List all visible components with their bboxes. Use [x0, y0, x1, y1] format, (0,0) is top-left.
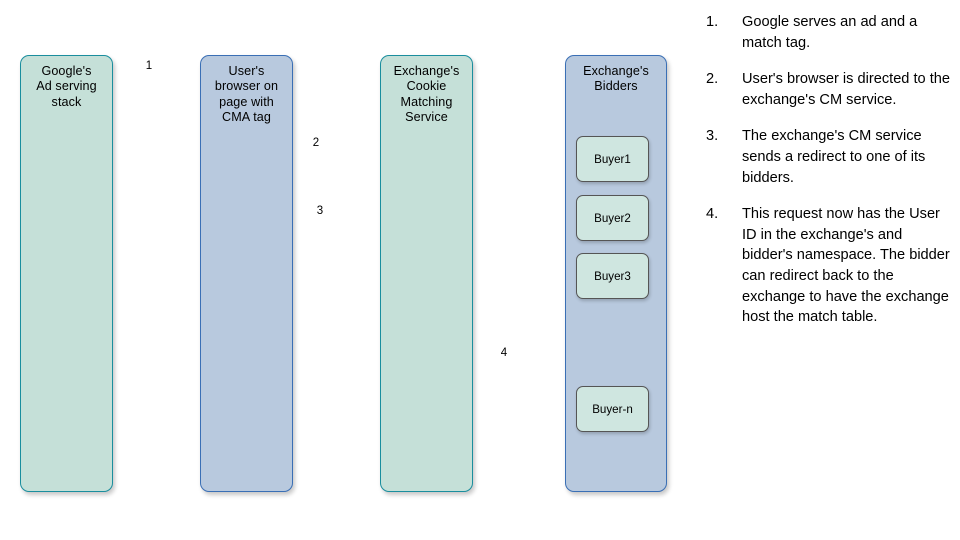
step-number: 4. [706, 206, 719, 223]
buyer-label: Buyer-n [592, 402, 633, 416]
step-text: Google serves an ad and a match tag. [742, 14, 918, 51]
step-number: 1. [706, 14, 719, 30]
step-number: 2. [706, 71, 719, 88]
buyer-box: Buyer-n [576, 386, 649, 432]
step-text: The exchange's CM service sends a redire… [742, 128, 926, 186]
buyer-box: Buyer1 [576, 136, 649, 182]
step-item: 1. Google serves an ad and a match tag. [706, 12, 950, 53]
steps-list: 1. Google serves an ad and a match tag. … [706, 12, 950, 344]
arrow-label-3: 3 [316, 205, 324, 217]
arrow-label-4: 4 [500, 347, 508, 359]
buyer-label: Buyer1 [594, 152, 631, 166]
step-text: User's browser is directed to the exchan… [742, 71, 950, 108]
buyer-box: Buyer3 [576, 253, 649, 299]
step-text: This request now has the User ID in the … [742, 206, 950, 326]
buyer-label: Buyer2 [594, 211, 631, 225]
arrow-label-1: 1 [145, 60, 153, 72]
arrow-label-2: 2 [312, 137, 320, 149]
step-item: 2. User's browser is directed to the exc… [706, 69, 950, 110]
step-item: 4. This request now has the User ID in t… [706, 204, 950, 328]
buyer-label: Buyer3 [594, 269, 631, 283]
step-number: 3. [706, 128, 719, 145]
buyer-box: Buyer2 [576, 195, 649, 241]
step-item: 3. The exchange's CM service sends a red… [706, 126, 950, 188]
